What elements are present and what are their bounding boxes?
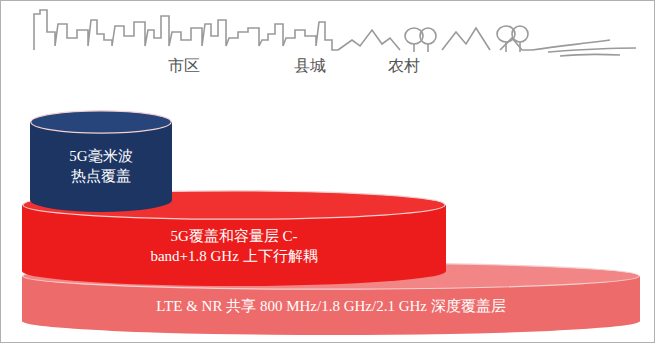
cylinder-top	[31, 111, 171, 133]
text-holder: 5G覆盖和容量层 C-band+1.8 GHz 上下行解耦	[22, 226, 446, 267]
cylinder-top	[23, 263, 639, 289]
cylinder-top	[23, 191, 445, 219]
coverage-layer: 5G毫米波 热点覆盖	[30, 110, 172, 212]
building-outline	[34, 10, 338, 50]
layer-text: LTE & NR 共享 800 MHz/1.8 GHz/2.1 GHz 深度覆盖…	[156, 296, 505, 316]
layer-text: 5G毫米波 热点覆盖	[45, 146, 157, 187]
cylinder-body	[30, 122, 172, 212]
text-holder: LTE & NR 共享 800 MHz/1.8 GHz/2.1 GHz 深度覆盖…	[22, 296, 640, 316]
layer-text: 5G覆盖和容量层 C-band+1.8 GHz 上下行解耦	[114, 226, 354, 267]
city-skyline	[34, 10, 338, 50]
countryside	[338, 26, 636, 56]
text-holder: 5G毫米波 热点覆盖	[30, 146, 172, 187]
area-label: 县城	[294, 56, 326, 77]
area-label: 农村	[388, 56, 420, 77]
area-label: 市区	[168, 56, 200, 77]
